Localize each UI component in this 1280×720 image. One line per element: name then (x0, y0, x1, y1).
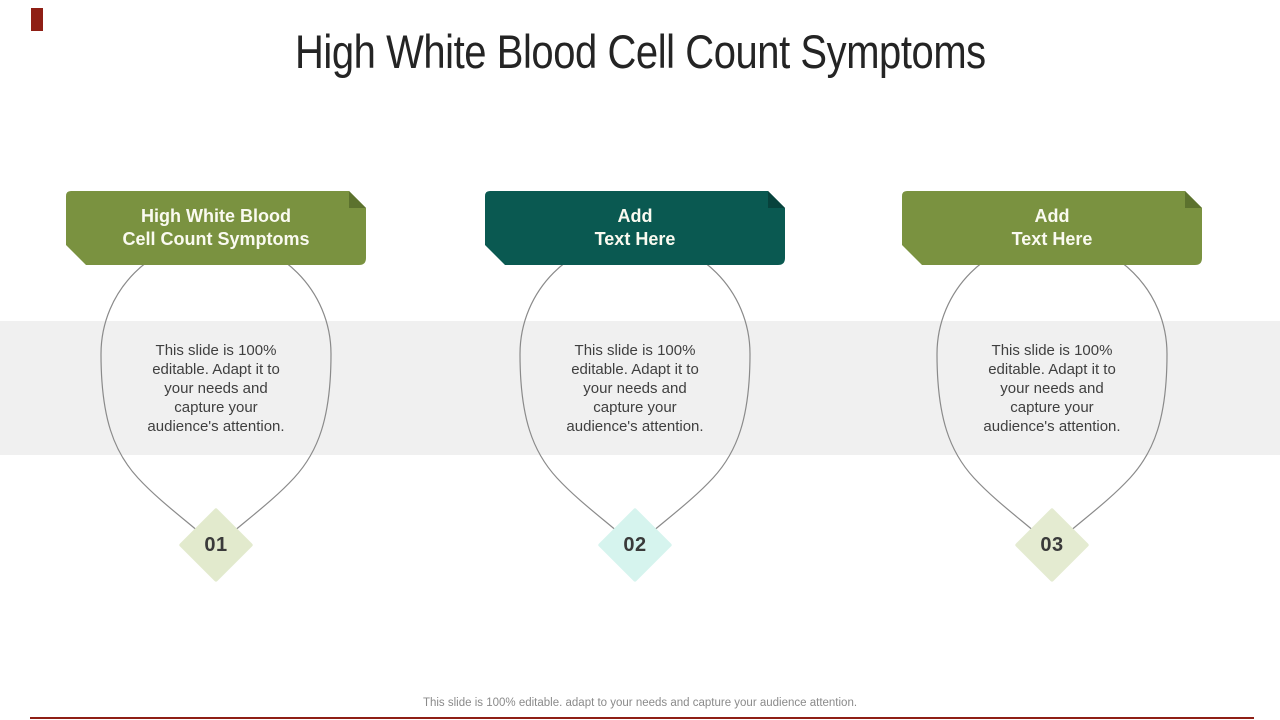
banner-label: Add Text Here (1011, 206, 1093, 249)
diamond-shape (1015, 508, 1089, 582)
slide-title-text: High White Blood Cell Count Symptoms (294, 25, 986, 78)
banner-3: Add Text Here (902, 191, 1202, 265)
body-text: This slide is 100% editable. Adapt it to… (147, 342, 285, 435)
banner-label: High White Blood Cell Count Symptoms (122, 206, 310, 249)
step-number: 03 (1040, 533, 1064, 556)
diamond-shape (179, 508, 253, 582)
column-1: High White Blood Cell Count Symptoms Thi… (66, 0, 366, 720)
step-number: 01 (204, 533, 228, 556)
column-3: Add Text Here This slide is 100% editabl… (902, 0, 1202, 720)
number-diamond: 01 (178, 507, 254, 583)
banner-2: Add Text Here (485, 191, 785, 265)
red-bottom-rule (30, 717, 1254, 719)
background-band (0, 321, 1280, 455)
slide-title: High White Blood Cell Count Symptoms (0, 24, 1280, 79)
footer-note: This slide is 100% editable. adapt to yo… (422, 697, 858, 709)
banner-shape (902, 191, 1202, 265)
banner-label: Add Text Here (594, 206, 676, 249)
red-accent-dash (31, 8, 43, 31)
banner-shape (485, 191, 785, 265)
step-number: 02 (623, 533, 647, 556)
number-diamond: 03 (1014, 507, 1090, 583)
banner-1: High White Blood Cell Count Symptoms (66, 191, 366, 265)
body-text: This slide is 100% editable. Adapt it to… (983, 342, 1121, 435)
body-text: This slide is 100% editable. Adapt it to… (566, 342, 704, 435)
column-2: Add Text Here This slide is 100% editabl… (485, 0, 785, 720)
number-diamond: 02 (597, 507, 673, 583)
banner-shape (66, 191, 366, 265)
diamond-shape (598, 508, 672, 582)
